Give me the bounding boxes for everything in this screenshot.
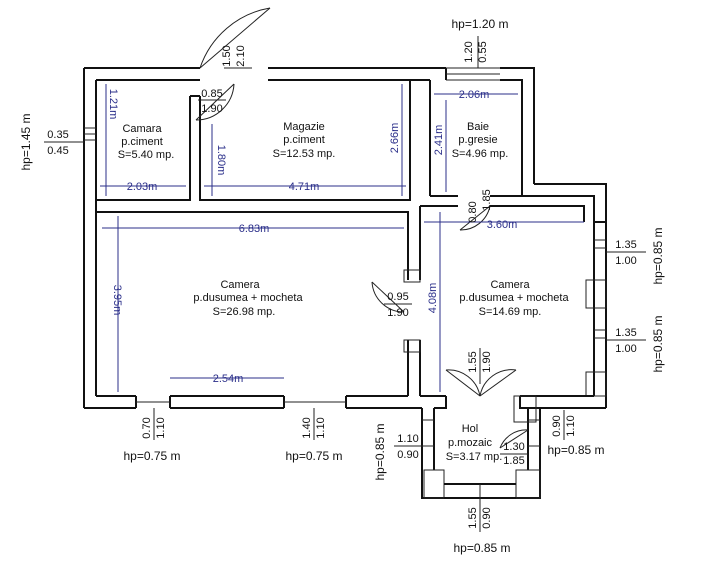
baie-floor: p.gresie [458,134,497,146]
baie-window-height: 0.55 [477,41,489,62]
hol-left-window-width: 1.10 [397,433,418,445]
entry-height: 2.10 [235,45,247,66]
opening-labels: 1.50 2.10 0.85 1.90 0.35 0.45 1.20 0.55 … [44,36,646,532]
hol-bottom-width: 1.55 [467,507,479,528]
entry-width: 1.50 [221,45,233,66]
camera1-width: 6.83m [239,223,270,235]
magazie-height-2: 1.80m [215,145,227,176]
camera2-width: 3.60m [487,219,518,231]
camara-name: Camara [122,123,162,135]
camera1-name: Camera [220,279,260,291]
magazie-door-height: 1.90 [201,103,222,115]
hol-left-window-height: 0.90 [397,449,418,461]
camera-door-width: 0.95 [387,291,408,303]
camera1-floor: p.dusumea + mocheta [193,292,303,304]
magazie-floor: p.ciment [283,134,325,146]
bottom-window1-height: 1.10 [155,417,167,438]
hp-right-1: hp=0.85 m [651,227,665,284]
camera2-floor: p.dusumea + mocheta [459,292,569,304]
window-marks [84,67,606,447]
dimension-lines [100,84,584,392]
baie-area: S=4.96 mp. [452,148,509,160]
camara-floor: p.ciment [121,136,163,148]
camera2-height: 4.08m [427,283,439,314]
interior-walls [96,79,585,397]
room-baie: Baie p.gresie S=4.96 mp. [452,121,509,160]
baie-door-height: 1.85 [481,189,493,210]
room-camara: Camara p.ciment S=5.40 mp. [118,123,175,161]
hp-left: hp=1.45 m [19,113,33,170]
hp-right-2: hp=0.85 m [651,315,665,372]
hol-right-window-height: 1.10 [565,415,577,436]
hp-bottom-1: hp=0.75 m [123,449,180,463]
right-window2-width: 1.35 [615,327,636,339]
camara-area: S=5.40 mp. [118,149,175,161]
magazie-area: S=12.53 mp. [273,148,336,160]
camera-door-height: 1.90 [387,307,408,319]
baie-window-width: 1.20 [463,41,475,62]
bottom-window2-width: 1.40 [301,417,313,438]
hp-bottom-2: hp=0.75 m [285,449,342,463]
bottom-window1-width: 0.70 [141,417,153,438]
camera2-area: S=14.69 mp. [479,306,542,318]
right-window1-height: 1.00 [615,255,636,267]
camera1-height: 3.95m [111,285,123,316]
magazie-door-width: 0.85 [201,88,222,100]
dimension-labels: 2.03m 1.21m 4.71m 2.66m 1.80m 2.06m 2.41… [107,89,517,385]
magazie-name: Magazie [283,121,325,133]
outer-walls [83,67,607,409]
right-window1-width: 1.35 [615,239,636,251]
baie-width: 2.06m [459,89,490,101]
hol-door-height: 1.90 [481,351,493,372]
hol-inner-door-width: 1.30 [503,441,524,453]
baie-name: Baie [467,121,489,133]
hol-inner-door-height: 1.85 [503,455,524,467]
camara-window-height: 0.45 [47,145,68,157]
hol-door-width: 1.55 [467,351,479,372]
hol-name: Hol [462,423,479,435]
camera1-window-width: 2.54m [213,373,244,385]
room-camera-1: Camera p.dusumea + mocheta S=26.98 mp. [193,279,303,318]
hp-top: hp=1.20 m [451,17,508,31]
room-camera-2: Camera p.dusumea + mocheta S=14.69 mp. [459,279,569,318]
hp-hol-right: hp=0.85 m [547,443,604,457]
camara-width: 2.03m [127,181,158,193]
baie-door-width: 0.80 [467,201,479,222]
camera1-area: S=26.98 mp. [213,306,276,318]
room-magazie: Magazie p.ciment S=12.53 mp. [273,121,336,160]
camara-window-width: 0.35 [47,129,68,141]
hol-right-window-width: 0.90 [551,415,563,436]
room-hol: Hol p.mozaic S=3.17 mp. [446,423,503,463]
hp-hol-left: hp=0.85 m [373,423,387,480]
bottom-window2-height: 1.10 [315,417,327,438]
hol-walls [421,395,541,499]
sill-heights: hp=1.20 m hp=1.45 m hp=0.85 m hp=0.85 m … [19,17,665,555]
baie-height: 2.41m [433,125,445,156]
right-window2-height: 1.00 [615,343,636,355]
magazie-height: 2.66m [389,123,401,154]
camera2-name: Camera [490,279,530,291]
hol-bottom-height: 0.90 [481,507,493,528]
hol-area: S=3.17 mp. [446,451,503,463]
door-swings [195,7,529,449]
hol-floor: p.mozaic [448,437,493,449]
magazie-width: 4.71m [289,181,320,193]
camara-height: 1.21m [107,89,119,120]
hp-hol-bottom: hp=0.85 m [453,541,510,555]
